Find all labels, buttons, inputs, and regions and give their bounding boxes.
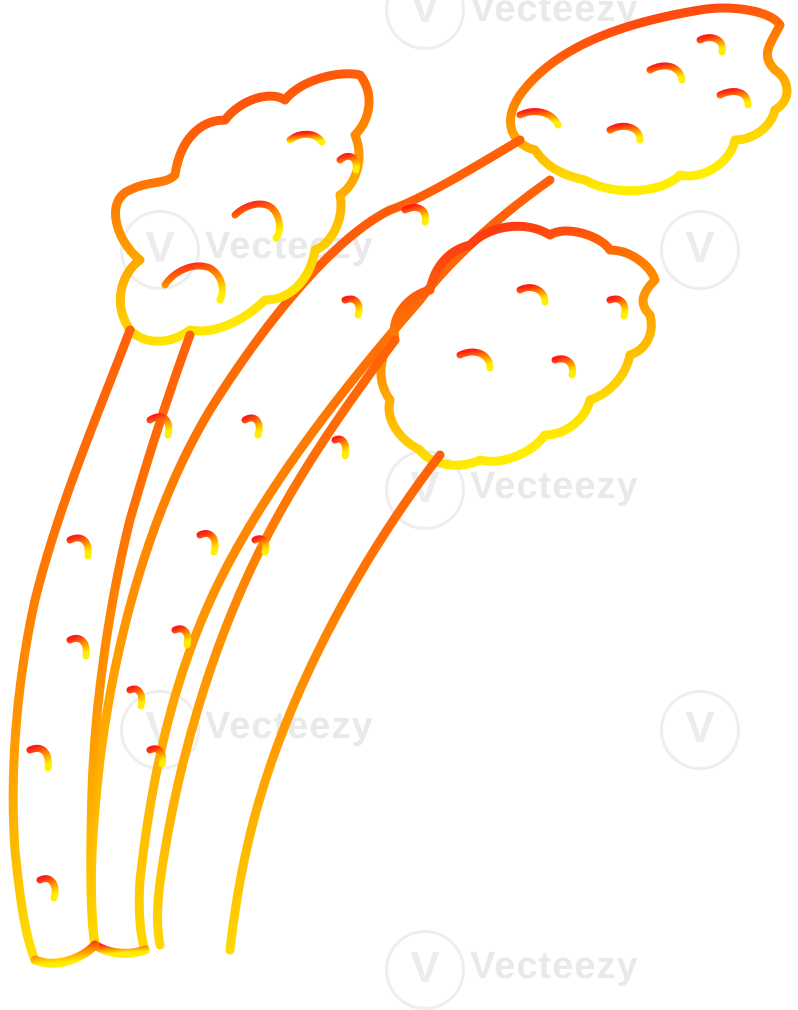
left-spear-tip [111, 69, 374, 346]
watermark-logo [660, 210, 740, 290]
watermark-text: Vecteezy [470, 0, 639, 30]
asparagus-spears-icon [8, 3, 792, 968]
front-spear-stalk-left [153, 335, 400, 950]
watermark-logo [660, 690, 740, 770]
back-spear-tip [506, 3, 792, 196]
left-spear-base [30, 940, 100, 968]
front-spear-tip [376, 221, 660, 470]
left-spear-stalk-left [8, 325, 135, 965]
left-spear-stalk-right [86, 330, 195, 950]
front-spear-stalk-right [225, 450, 445, 955]
watermark-text: Vecteezy [470, 465, 639, 507]
back-spear-base [90, 940, 150, 958]
back-spear-stalk-edge [134, 175, 555, 955]
